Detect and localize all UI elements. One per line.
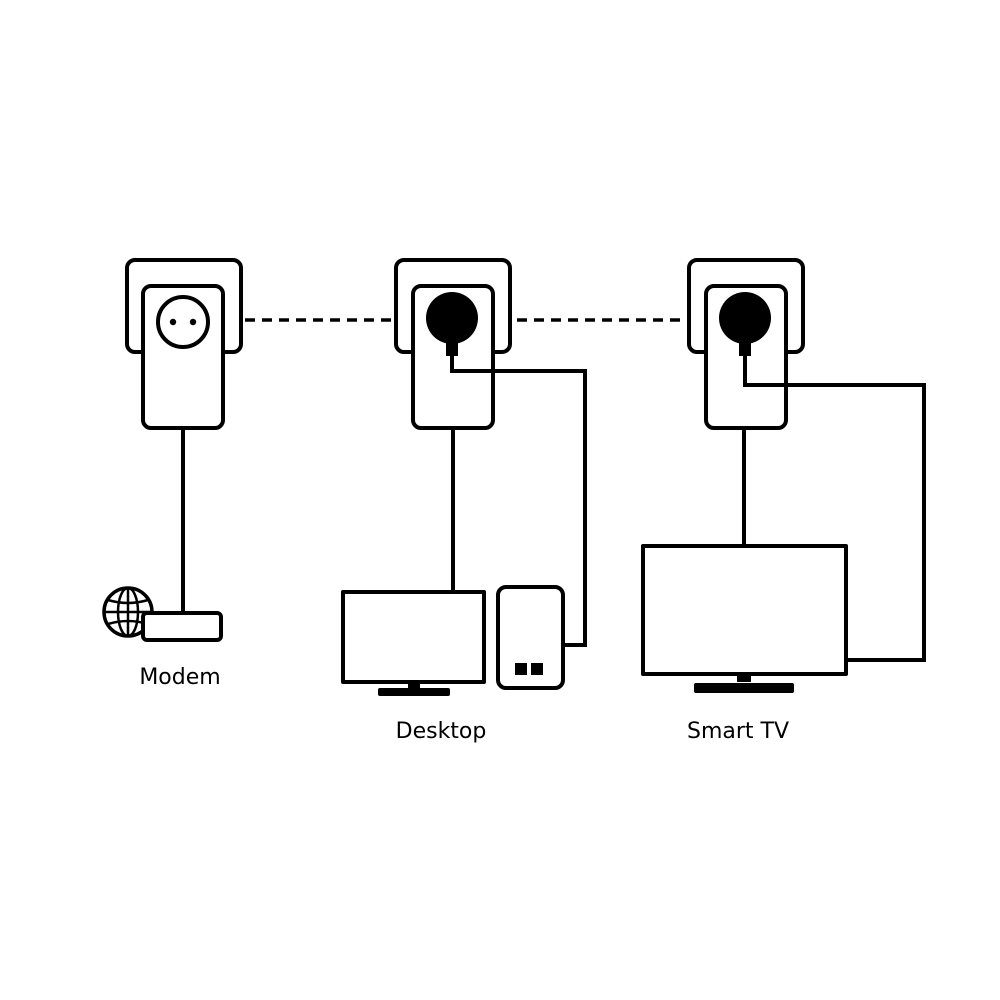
tv-power-cable: [743, 354, 926, 662]
plug-icon: [426, 292, 478, 344]
monitor-icon: [341, 590, 486, 696]
adapter-modem: [125, 258, 243, 430]
socket-hole: [169, 318, 177, 326]
modem-icon: [141, 611, 223, 642]
plug-stem: [446, 338, 458, 356]
passthrough-socket-icon: [156, 295, 210, 349]
desktop-tower-icon: [496, 585, 565, 690]
desktop-label: Desktop: [395, 719, 487, 744]
smart-tv-label: Smart TV: [686, 719, 790, 744]
plug-stem: [739, 338, 751, 356]
adapter-smart-tv: [687, 258, 805, 430]
plug-icon: [719, 292, 771, 344]
modem-label: Modem: [139, 665, 221, 690]
tv-icon: [641, 544, 848, 693]
socket-hole: [189, 318, 197, 326]
adapter-desktop: [394, 258, 512, 430]
desktop-power-cable: [450, 354, 587, 647]
